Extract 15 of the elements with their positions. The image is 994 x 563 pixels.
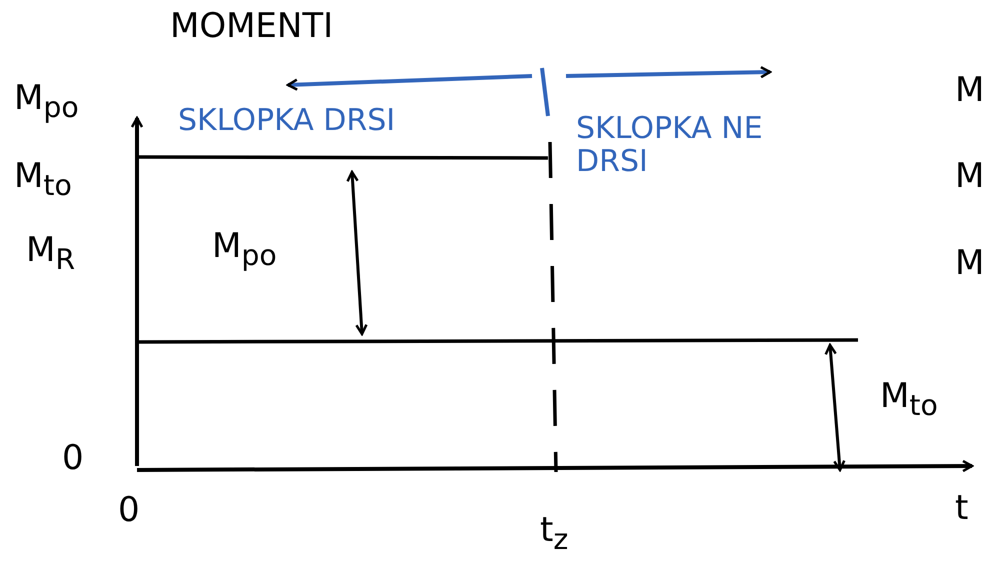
axis-label: M$_{to}$ — [14, 158, 72, 201]
region-label: SKLOPKA NE DRSI — [576, 112, 764, 178]
axis-label: M — [955, 245, 984, 282]
tick-label: 0 — [62, 440, 84, 478]
axis-label: M — [955, 158, 984, 196]
region-label: SKLOPKA DRSI — [178, 104, 396, 137]
dimension-label: M$_{to}$ — [880, 378, 938, 421]
tick-label: 0 — [118, 492, 140, 530]
axis-label: t — [955, 490, 968, 528]
axis-label: M$_{po}$ — [14, 80, 79, 123]
tick-label: t$_{z}$ — [540, 512, 568, 555]
diagram-title: MOMENTI — [170, 8, 334, 46]
dimension-label: M$_{po}$ — [212, 228, 277, 271]
axis-label: M$_{R}$ — [26, 232, 76, 275]
axis-label: M — [955, 72, 984, 110]
